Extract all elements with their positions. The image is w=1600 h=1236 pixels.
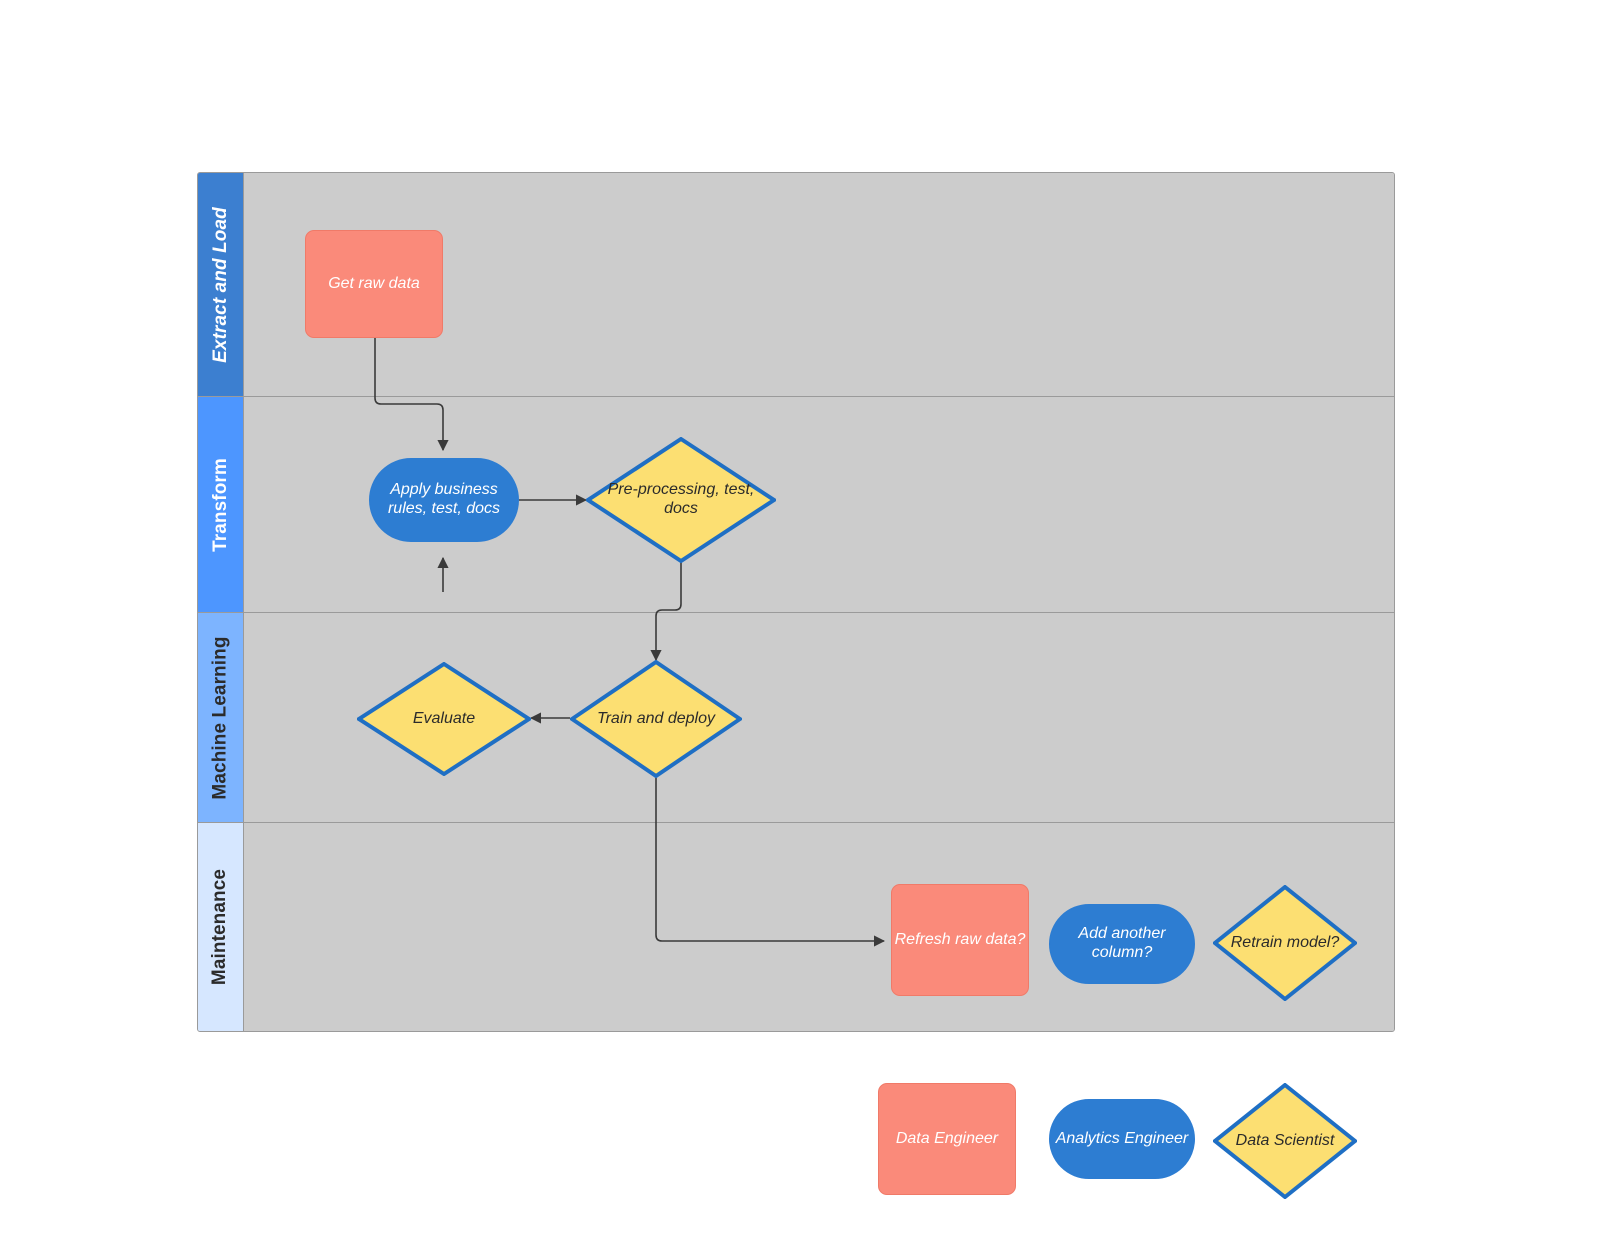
node-get-raw-data[interactable]: Get raw data (305, 230, 443, 338)
lane-label-maintenance: Maintenance (209, 868, 231, 986)
node-label-add-another-column: Add another column? (1078, 925, 1166, 961)
node-label-pre-processing: Pre-processing, test, docs (607, 481, 755, 517)
lane-label-machine-learning: Machine Learning (209, 635, 231, 800)
evaluate-diamond-shape (357, 662, 531, 776)
legend: Data Engineer Analytics Engineer Data Sc… (878, 1083, 1378, 1199)
retrain-model-diamond-shape (1213, 885, 1357, 1001)
node-add-another-column[interactable]: Add another column? (1049, 904, 1195, 984)
node-apply-business-rules[interactable]: Apply business rules, test, docs (369, 458, 519, 542)
train-and-deploy-diamond-shape (570, 660, 742, 778)
lane-header-extract-and-load[interactable]: Extract and Load (198, 173, 244, 396)
node-pre-processing[interactable]: Pre-processing, test, docs (586, 437, 776, 563)
node-label-refresh-raw-data: Refresh raw data? (894, 930, 1026, 948)
legend-data-scientist-diamond-shape (1213, 1083, 1357, 1199)
node-label-train-and-deploy: Train and deploy (597, 709, 715, 727)
node-label-retrain-model: Retrain model? (1230, 933, 1340, 951)
lane-header-transform[interactable]: Transform (198, 397, 244, 612)
legend-label-data-scientist: Data Scientist (1235, 1131, 1335, 1149)
lane-label-transform: Transform (209, 457, 231, 552)
legend-label-data-engineer: Data Engineer (895, 1129, 999, 1147)
node-label-apply-business-rules: Apply business rules, test, docs (387, 481, 501, 517)
node-train-and-deploy[interactable]: Train and deploy (570, 660, 742, 778)
lane-header-machine-learning[interactable]: Machine Learning (198, 613, 244, 822)
lane-label-extract-and-load: Extract and Load (209, 206, 231, 363)
legend-label-analytics-engineer: Analytics Engineer (1055, 1129, 1189, 1147)
node-retrain-model[interactable]: Retrain model? (1213, 885, 1357, 1001)
legend-item-data-engineer: Data Engineer (878, 1083, 1016, 1195)
legend-item-data-scientist: Data Scientist (1213, 1083, 1357, 1199)
lane-header-maintenance[interactable]: Maintenance (198, 823, 244, 1031)
node-evaluate[interactable]: Evaluate (357, 662, 531, 776)
legend-item-analytics-engineer: Analytics Engineer (1049, 1099, 1195, 1179)
node-label-get-raw-data: Get raw data (328, 274, 420, 292)
node-label-evaluate: Evaluate (412, 709, 476, 727)
node-refresh-raw-data[interactable]: Refresh raw data? (891, 884, 1029, 996)
